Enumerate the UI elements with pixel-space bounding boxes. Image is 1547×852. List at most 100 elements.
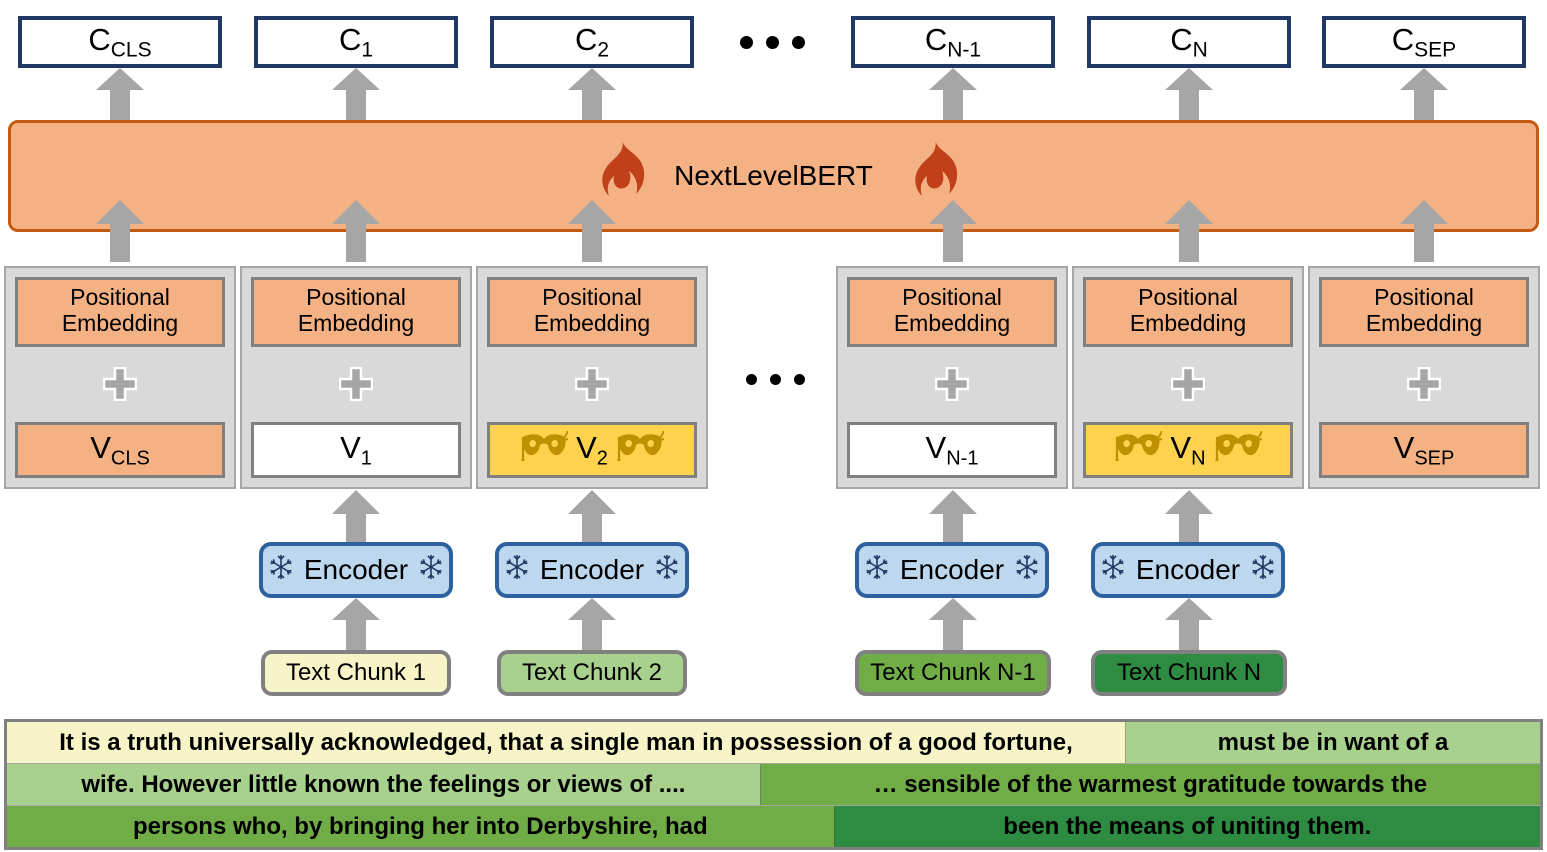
chunk-vector-sep: VSEP	[1319, 422, 1529, 478]
output-c-cls: CCLS	[18, 16, 222, 68]
positional-embedding-line2: Embedding	[1129, 309, 1247, 336]
embedding-group-2: Positional Embedding V2	[476, 266, 708, 489]
positional-embedding-box: Positional Embedding	[251, 277, 461, 347]
chunk-vector-n-1: VN-1	[847, 422, 1057, 478]
arrow-up-to-c-1	[332, 68, 380, 122]
passage-row: It is a truth universally acknowledged, …	[7, 722, 1540, 763]
text-chunk-1: Text Chunk 1	[261, 650, 451, 696]
snowflake-icon	[864, 554, 890, 587]
vector-subscript: SEP	[1414, 447, 1455, 470]
embedding-group-n: Positional Embedding VN	[1072, 266, 1304, 489]
arrow-up-group-1	[96, 200, 144, 262]
output-label: CN-1	[924, 21, 982, 62]
ellipsis-dot	[769, 373, 781, 385]
plus-icon	[1406, 367, 1442, 402]
ellipsis-middle	[740, 366, 810, 392]
output-subscript: SEP	[1414, 38, 1457, 62]
positional-embedding-box: Positional Embedding	[1083, 277, 1293, 347]
text-chunk-label: Text Chunk 1	[285, 659, 427, 686]
embedding-group-cls: Positional Embedding VCLS	[4, 266, 236, 489]
embedding-group-1: Positional Embedding V1	[240, 266, 472, 489]
encoder-label: Encoder	[303, 554, 409, 585]
snowflake-icon	[1100, 554, 1126, 587]
text-chunk-n-1: Text Chunk N-1	[855, 650, 1051, 696]
output-c-2: C2	[490, 16, 694, 68]
output-c-1: C1	[254, 16, 458, 68]
snowflake-icon	[504, 554, 530, 587]
output-subscript: CLS	[110, 38, 152, 62]
positional-embedding-box: Positional Embedding	[1319, 277, 1529, 347]
snowflake-icon	[1250, 554, 1276, 587]
positional-embedding-box: Positional Embedding	[15, 277, 225, 347]
passage-segment: been the means of uniting them.	[834, 806, 1540, 847]
output-subscript: 2	[597, 38, 610, 62]
ellipsis-dot	[793, 373, 805, 385]
text-chunk-label: Text Chunk 2	[521, 659, 663, 686]
flame-icon	[899, 138, 961, 215]
vector-subscript: 2	[596, 447, 608, 470]
mask-icon	[520, 430, 569, 469]
output-c-n: CN	[1087, 16, 1291, 68]
vector-label: VN	[1170, 429, 1206, 470]
plus-icon	[338, 367, 374, 402]
flame-icon	[586, 138, 648, 215]
snowflake-icon	[268, 554, 294, 587]
vector-subscript: 1	[360, 447, 372, 470]
vector-label: VSEP	[1393, 429, 1455, 470]
encoder-label: Encoder	[899, 554, 1005, 585]
passage-segment: … sensible of the warmest gratitude towa…	[760, 764, 1540, 805]
arrow-up-to-c-sep	[1400, 68, 1448, 122]
positional-embedding-line2: Embedding	[61, 309, 179, 336]
positional-embedding-line1: Positional	[1138, 284, 1238, 310]
source-passage: It is a truth universally acknowledged, …	[4, 719, 1543, 850]
output-subscript: N	[1192, 38, 1208, 62]
encoder-label: Encoder	[1135, 554, 1241, 585]
output-label: CSEP	[1391, 21, 1457, 62]
arrow-up-group-4	[929, 200, 977, 262]
model-name-label: NextLevelBERT	[674, 160, 873, 191]
output-label: C1	[338, 21, 374, 62]
vector-label: V1	[340, 429, 372, 470]
text-chunk-2: Text Chunk 2	[497, 650, 687, 696]
ellipsis-top	[735, 28, 809, 56]
positional-embedding-line1: Positional	[306, 284, 406, 310]
positional-embedding-box: Positional Embedding	[487, 277, 697, 347]
positional-embedding-line2: Embedding	[533, 309, 651, 336]
chunk-vector-2-masked: V2	[487, 422, 697, 478]
arrow-up-group-2	[332, 200, 380, 262]
encoder-n-1: Encoder	[855, 542, 1049, 598]
text-chunk-n: Text Chunk N	[1091, 650, 1287, 696]
output-subscript: N-1	[947, 38, 982, 62]
arrow-up-encoder-1	[332, 490, 380, 546]
arrow-up-encoder-n-1	[929, 490, 977, 546]
output-label: CN	[1170, 21, 1208, 62]
output-label: C2	[574, 21, 610, 62]
arrow-up-encoder-n	[1165, 490, 1213, 546]
chunk-vector-cls: VCLS	[15, 422, 225, 478]
arrow-up-to-c-n-1	[929, 68, 977, 122]
vector-subscript: CLS	[110, 447, 150, 470]
arrow-up-chunk-2	[568, 598, 616, 652]
passage-segment: It is a truth universally acknowledged, …	[7, 722, 1126, 763]
text-chunk-label: Text Chunk N	[1116, 659, 1262, 686]
arrow-up-group-5	[1165, 200, 1213, 262]
embedding-group-sep: Positional Embedding VSEP	[1308, 266, 1540, 489]
plus-icon	[934, 367, 970, 402]
arrow-up-group-6	[1400, 200, 1448, 262]
positional-embedding-line1: Positional	[1374, 284, 1474, 310]
encoder-n: Encoder	[1091, 542, 1285, 598]
mask-icon	[1114, 430, 1164, 469]
plus-icon	[1170, 367, 1206, 402]
arrow-up-group-3	[568, 200, 616, 262]
output-c-sep: CSEP	[1322, 16, 1526, 68]
encoder-2: Encoder	[495, 542, 689, 598]
positional-embedding-line2: Embedding	[1365, 309, 1483, 336]
arrow-up-chunk-1	[332, 598, 380, 652]
positional-embedding-line1: Positional	[902, 284, 1002, 310]
vector-label: VN-1	[925, 429, 979, 470]
vector-subscript: N-1	[946, 447, 979, 470]
output-subscript: 1	[361, 38, 374, 62]
snowflake-icon	[1014, 554, 1040, 587]
arrow-up-to-c-n	[1165, 68, 1213, 122]
arrow-up-to-c-cls	[96, 68, 144, 122]
